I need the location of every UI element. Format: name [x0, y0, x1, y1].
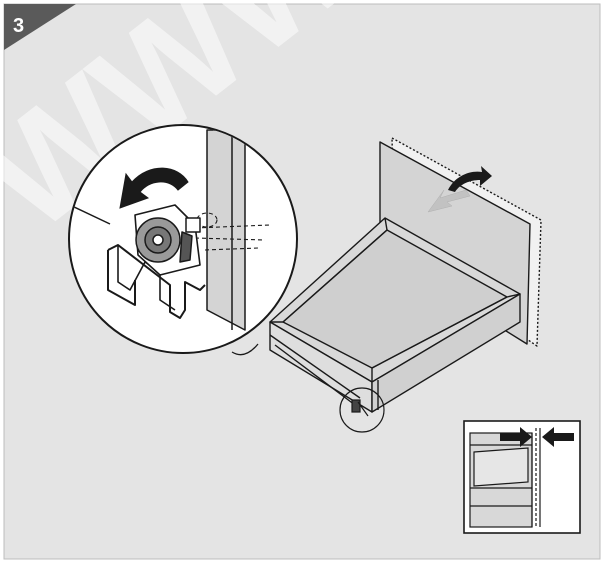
- drawer-right-side: [371, 293, 521, 413]
- step-badge: 3: [4, 4, 76, 50]
- direction-arrow-icon: [427, 189, 471, 213]
- drawer: [269, 137, 542, 413]
- corner-detail-marker: [339, 387, 385, 433]
- gap-detail-inset: [463, 420, 581, 534]
- step-number: 3: [13, 15, 24, 37]
- magnified-detail: [68, 124, 298, 354]
- tilt-arrow-icon: [448, 166, 492, 192]
- gap-arrows-icon: [500, 427, 574, 447]
- rotate-arrow-icon: [119, 167, 189, 209]
- magnifier-leader: [231, 343, 259, 356]
